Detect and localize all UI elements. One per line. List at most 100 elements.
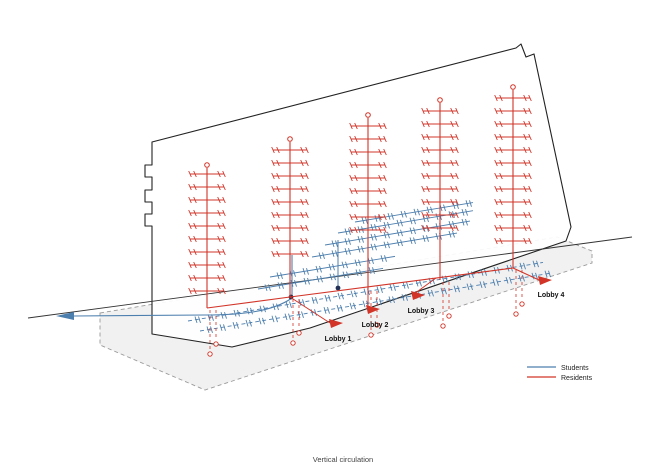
walkway-unit-tick [316, 275, 320, 283]
branch-tick [193, 209, 197, 217]
branch-tick [354, 213, 358, 221]
walkway-unit-tick [387, 213, 391, 220]
walkway-unit-tick [206, 326, 210, 334]
walkway-unit-tick [355, 269, 359, 276]
branch-tick [193, 222, 197, 230]
branch-tick [305, 172, 309, 180]
walkway-unit-tick [375, 298, 379, 306]
branch-tick [455, 146, 459, 154]
walkway-unit-tick [311, 297, 315, 304]
branch-tick [421, 224, 425, 232]
branch-tick [217, 248, 221, 256]
lobby-2-label: Lobby 2 [362, 322, 389, 329]
branch-tick [217, 209, 221, 217]
branch-tick [276, 237, 280, 245]
walkway-unit-tick [370, 224, 374, 231]
walkway-unit-tick [457, 285, 460, 293]
branch-tick [426, 198, 430, 206]
branch-tick [271, 172, 275, 180]
branch-tick [276, 146, 280, 154]
branch-tick [528, 159, 532, 167]
branch-tick [354, 122, 358, 130]
branch-tick [276, 185, 280, 193]
branch-tick [305, 237, 309, 245]
branch-tick [426, 172, 430, 180]
walkway-unit-tick [465, 218, 468, 226]
branch-tick [455, 172, 459, 180]
walkway-unit-tick [523, 262, 526, 270]
walkway-unit-tick [323, 307, 327, 314]
branch-tick [354, 187, 358, 195]
walkway-unit-tick [250, 307, 253, 315]
branch-tick [217, 274, 221, 282]
walkway-unit-tick [288, 313, 291, 321]
branch-tick [523, 146, 527, 154]
branch-tick [217, 261, 221, 269]
walkway-unit-tick [374, 215, 378, 222]
walkway-unit-tick [413, 208, 417, 216]
tower-top-node [437, 97, 443, 103]
branch-tick [305, 211, 309, 219]
branch-tick [305, 185, 309, 193]
branch-tick [494, 198, 498, 206]
walkway-unit-tick [435, 233, 439, 240]
walkway-unit-tick [440, 287, 444, 295]
walkway-unit-tick [223, 324, 226, 331]
walkway-unit-tick [301, 311, 304, 318]
walkway-unit-tick [454, 273, 458, 281]
walkway-unit-tick [401, 294, 405, 301]
branch-tick [349, 200, 353, 208]
branch-tick [494, 237, 498, 245]
branch-tick [378, 200, 382, 208]
walkway-unit-tick [324, 294, 328, 302]
walkway-unit-tick [268, 284, 271, 292]
entry-path [73, 255, 293, 317]
walkway-unit-tick [302, 268, 306, 275]
branch-tick [222, 183, 226, 191]
walkway-unit-tick [374, 224, 377, 231]
lobby-flag-icon [411, 291, 425, 300]
branch-tick [426, 159, 430, 167]
walkway-corridor [354, 202, 474, 223]
branch-tick [494, 224, 498, 232]
walkway-unit-tick [471, 271, 474, 278]
walkway-unit-tick [363, 288, 367, 296]
walkway-unit-tick [315, 297, 318, 304]
walkway-unit-tick [306, 268, 309, 275]
branch-tick [455, 159, 459, 167]
below-ground-node [213, 341, 219, 347]
students-circulation [56, 200, 553, 334]
legend: Students Residents [527, 365, 593, 382]
walkway-unit-tick [402, 282, 406, 289]
branch-tick [523, 185, 527, 193]
walkway-unit-tick [335, 250, 338, 257]
branch-tick [499, 237, 503, 245]
walkway-unit-tick [233, 309, 237, 317]
walkway-unit-tick [409, 237, 413, 244]
branch-tick [450, 133, 454, 141]
walkway-unit-tick [344, 228, 348, 236]
walkway-unit-tick [435, 223, 439, 230]
branch-tick [450, 198, 454, 206]
walkway-unit-tick [435, 213, 439, 220]
walkway-unit-tick [264, 284, 268, 292]
walkway-unit-tick [341, 261, 345, 269]
walkway-unit-tick [496, 279, 499, 286]
branch-tick [276, 159, 280, 167]
walkway-unit-tick [465, 200, 469, 207]
branch-tick [217, 170, 221, 178]
branch-tick [378, 148, 382, 156]
branch-tick [383, 135, 387, 143]
walkway-unit-tick [419, 279, 422, 287]
branch-tick [499, 146, 503, 154]
branch-tick [383, 213, 387, 221]
branch-tick [494, 172, 498, 180]
branch-tick [450, 211, 454, 219]
walkway-unit-tick [417, 208, 420, 216]
walkway-unit-tick [536, 260, 539, 268]
branch-tick [188, 222, 192, 230]
branch-tick [300, 250, 304, 258]
walkway-unit-tick [492, 279, 496, 286]
branch-tick [523, 120, 527, 128]
below-ground-node [513, 311, 519, 317]
